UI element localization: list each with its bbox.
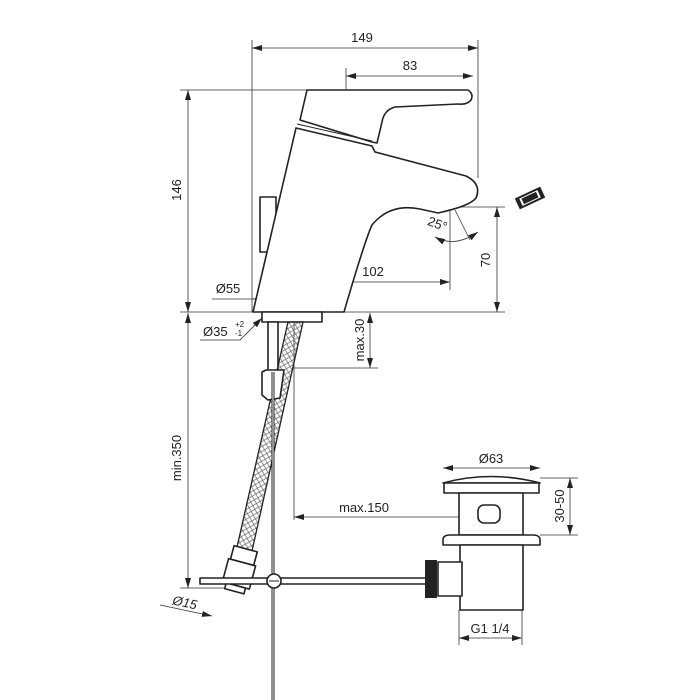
- dimension-labels: 149 83 146 70 102 Ø55 25° Ø35 +2 -1 max.…: [169, 30, 567, 636]
- dim-hose-connection: Ø15: [170, 592, 199, 612]
- dim-lever-angle: 25°: [426, 213, 450, 234]
- dim-spout-reach: 102: [362, 264, 384, 279]
- pop-up-waste: [425, 475, 541, 611]
- dim-hole-tolerance-upper: +2: [235, 320, 245, 329]
- dim-spout-height: 70: [478, 253, 493, 267]
- hoses-and-fixing: [199, 311, 431, 700]
- hose-nut: [221, 544, 259, 595]
- aerator-icon: [514, 186, 546, 210]
- dim-waste-thread: G1 1/4: [470, 621, 509, 636]
- waste-flange: [442, 534, 541, 546]
- rod-connector: [437, 561, 463, 597]
- dim-overall-width: 149: [351, 30, 373, 45]
- dim-rod-offset: max.150: [339, 500, 389, 515]
- fixing-stud: [267, 321, 279, 373]
- dim-hole-tolerance-lower: -1: [235, 329, 243, 338]
- dim-hose-length: min.350: [169, 435, 184, 481]
- waste-plug: [442, 475, 541, 484]
- base-plate: [261, 311, 323, 323]
- dim-deck-thickness: max.30: [352, 319, 367, 362]
- dim-hole-diameter: Ø35: [203, 324, 228, 339]
- waste-body-lower: [459, 544, 524, 611]
- overflow-slot: [477, 504, 501, 524]
- dim-overall-height: 146: [169, 179, 184, 201]
- dim-waste-diameter: Ø63: [479, 451, 504, 466]
- lever-seam-line: [296, 123, 373, 142]
- horizontal-rod: [199, 577, 431, 585]
- dim-waste-height: 30-50: [552, 489, 567, 522]
- dim-base-diameter: Ø55: [216, 281, 241, 296]
- faucet-lever: [299, 89, 473, 144]
- rod-connector-nut: [425, 560, 437, 598]
- faucet: [252, 89, 479, 313]
- faucet-body: [252, 127, 479, 313]
- dim-lever-length: 83: [403, 58, 417, 73]
